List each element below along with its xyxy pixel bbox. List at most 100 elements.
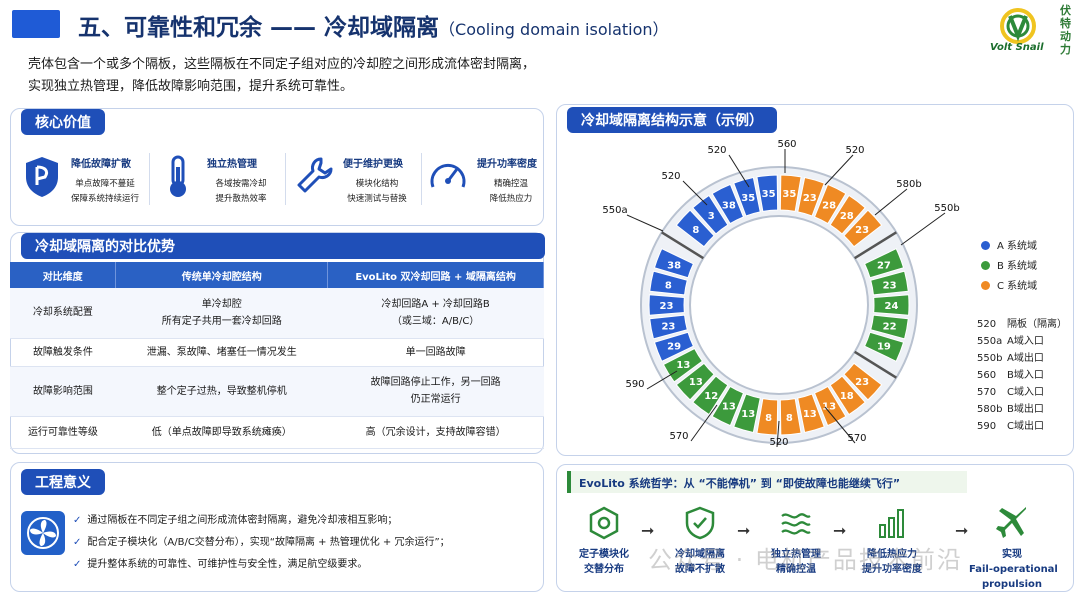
callout-label: 570: [669, 431, 688, 442]
callout-line: [728, 154, 750, 188]
segment-label: 27: [877, 260, 891, 271]
airflow-icon: [781, 513, 811, 535]
desc-line: 各域按需冷却: [215, 179, 267, 189]
arrow-right-icon: ➞: [737, 521, 751, 540]
code: 550b: [977, 353, 1003, 364]
core-value-heading: 核心价值: [21, 109, 105, 135]
ring-segment: [756, 174, 779, 212]
core-value-desc: 模块化结构快速测试与替换: [335, 177, 419, 207]
shield-icon: [26, 157, 58, 197]
ring-segment: [870, 270, 909, 296]
code: 560: [977, 370, 997, 381]
code-desc: C域入口: [1007, 387, 1044, 398]
callout-label: 520: [845, 145, 864, 156]
intro-line-1: 壳体包含一个或多个隔板，这些隔板在不同定子组对应的冷却腔之间形成流体密封隔离，: [28, 57, 536, 72]
gauge-icon: [430, 164, 466, 188]
step-line: 定子模块化: [579, 549, 629, 560]
core-value-title: 提升功率密度: [477, 159, 537, 170]
philosophy-panel: EvoLito 系统哲学：从 “不能停机” 到 “即使故障也能继续飞行” 定子模…: [556, 464, 1074, 592]
core-value-item: 独立热管理 各域按需冷却提升散热效率: [155, 149, 283, 219]
ring-inner: [689, 215, 869, 395]
engineering-text: 配合定子模块化（A/B/C交替分布），实现“故障隔离 + 热管理优化 + 冗余运…: [87, 537, 450, 548]
core-value-desc: 精确控温降低热应力: [469, 177, 553, 207]
legend-swatch: [981, 281, 990, 290]
core-value-desc: 单点故障不蔓延保障系统持续运行: [63, 177, 147, 207]
table-cell: 整个定子过热，导致整机停机: [115, 366, 328, 417]
callout-label: 520: [707, 145, 726, 156]
desc-line: 单点故障不蔓延: [75, 179, 135, 189]
partition-wall: [661, 231, 704, 260]
ring-segment: [779, 174, 802, 212]
core-value-title: 降低故障扩散: [71, 159, 131, 170]
logo-char: 力: [1060, 43, 1071, 56]
callout-line: [874, 188, 908, 216]
segment-label: 13: [676, 360, 690, 371]
cell-line: 冷却回路A + 冷却回路B: [381, 298, 490, 310]
cell-line: 单冷却腔: [201, 298, 242, 310]
table-cell: 冷却系统配置: [10, 288, 116, 339]
segment-label: 22: [883, 322, 897, 333]
divider: [149, 153, 150, 205]
intro-line-2: 实现独立热管理，降低故障影响范围，提升系统可靠性。: [28, 79, 354, 94]
ring-segment: [733, 176, 761, 217]
hexagon-modules-icon: [589, 506, 619, 540]
engineering-point: ✓通过隔板在不同定子组之间形成流体密封隔离，避免冷却液相互影响；: [73, 511, 397, 526]
ring-segment: [843, 209, 883, 248]
callout-label: 590: [625, 379, 644, 390]
philosophy-step: 定子模块化交替分布: [561, 505, 647, 577]
table-cell: 冷却回路A + 冷却回路B （或三域：A/B/C）: [327, 288, 544, 339]
ring-segment: [711, 183, 745, 225]
column-header: EvoLito 双冷却回路 + 域隔离结构: [327, 262, 544, 288]
engineering-panel: 工程意义 ✓通过隔板在不同定子组之间形成流体密封隔离，避免冷却液相互影响； ✓ 配…: [10, 462, 544, 592]
ring-segment: [675, 362, 715, 401]
cell-line: 故障回路停止工作，另一回路: [370, 377, 501, 388]
segment-label: 23: [803, 193, 817, 204]
step-line: 降低热应力: [867, 549, 917, 560]
segment-label: 24: [885, 301, 899, 312]
step-line: 独立热管理: [771, 549, 821, 560]
volt-snail-logo-icon: [1000, 8, 1036, 44]
shield-check-icon: [685, 506, 715, 540]
ring-segment: [692, 375, 729, 416]
step-line: Fail-operational: [969, 564, 1058, 575]
ring-segment: [829, 194, 866, 235]
logo-char: 伏: [1060, 4, 1071, 17]
watermark: 公众号 · 电机产品技术前沿: [648, 546, 963, 574]
engineering-heading: 工程意义: [21, 469, 105, 495]
partition-wall: [854, 231, 897, 260]
page-title-text: 五、可靠性和冗余 —— 冷却域隔离: [78, 15, 440, 41]
philosophy-heading: EvoLito 系统哲学：从 “不能停机” 到 “即使故障也能继续飞行”: [567, 471, 967, 493]
ring-segment: [675, 209, 715, 248]
segment-label: 13: [689, 377, 703, 388]
segment-label: 23: [855, 225, 869, 236]
callout-label: 520: [769, 437, 788, 448]
segment-label: 13: [741, 409, 755, 420]
table-cell: 故障回路停止工作，另一回路仍正常运行: [327, 366, 544, 417]
comparison-heading: 冷却域隔离的对比优势: [21, 233, 545, 259]
callout-label: 570: [847, 433, 866, 444]
logo-char: 特: [1060, 17, 1071, 30]
code-desc: C域出口: [1007, 421, 1044, 432]
code-desc: A域入口: [1007, 336, 1044, 347]
step-label: 冷却域隔离故障不扩散: [657, 547, 743, 577]
ring-segment: [653, 331, 695, 362]
segment-label: 23: [661, 322, 675, 333]
ring-segment: [756, 398, 779, 436]
ring-segment: [797, 176, 825, 217]
table-cell: 高（冗余设计，支持故障容错）: [327, 416, 544, 449]
philosophy-step: 冷却域隔离故障不扩散: [657, 505, 743, 577]
segment-label: 12: [704, 391, 718, 402]
cell-line: （或三域：A/B/C）: [391, 315, 480, 327]
step-label: 独立热管理精确控温: [753, 547, 839, 577]
core-value-desc: 各域按需冷却提升散热效率: [199, 177, 283, 207]
step-line: 冷却域隔离: [675, 549, 725, 560]
check-icon: ✓: [73, 515, 82, 526]
segment-label: 28: [822, 200, 836, 211]
arrow-right-icon: ➞: [955, 521, 969, 540]
